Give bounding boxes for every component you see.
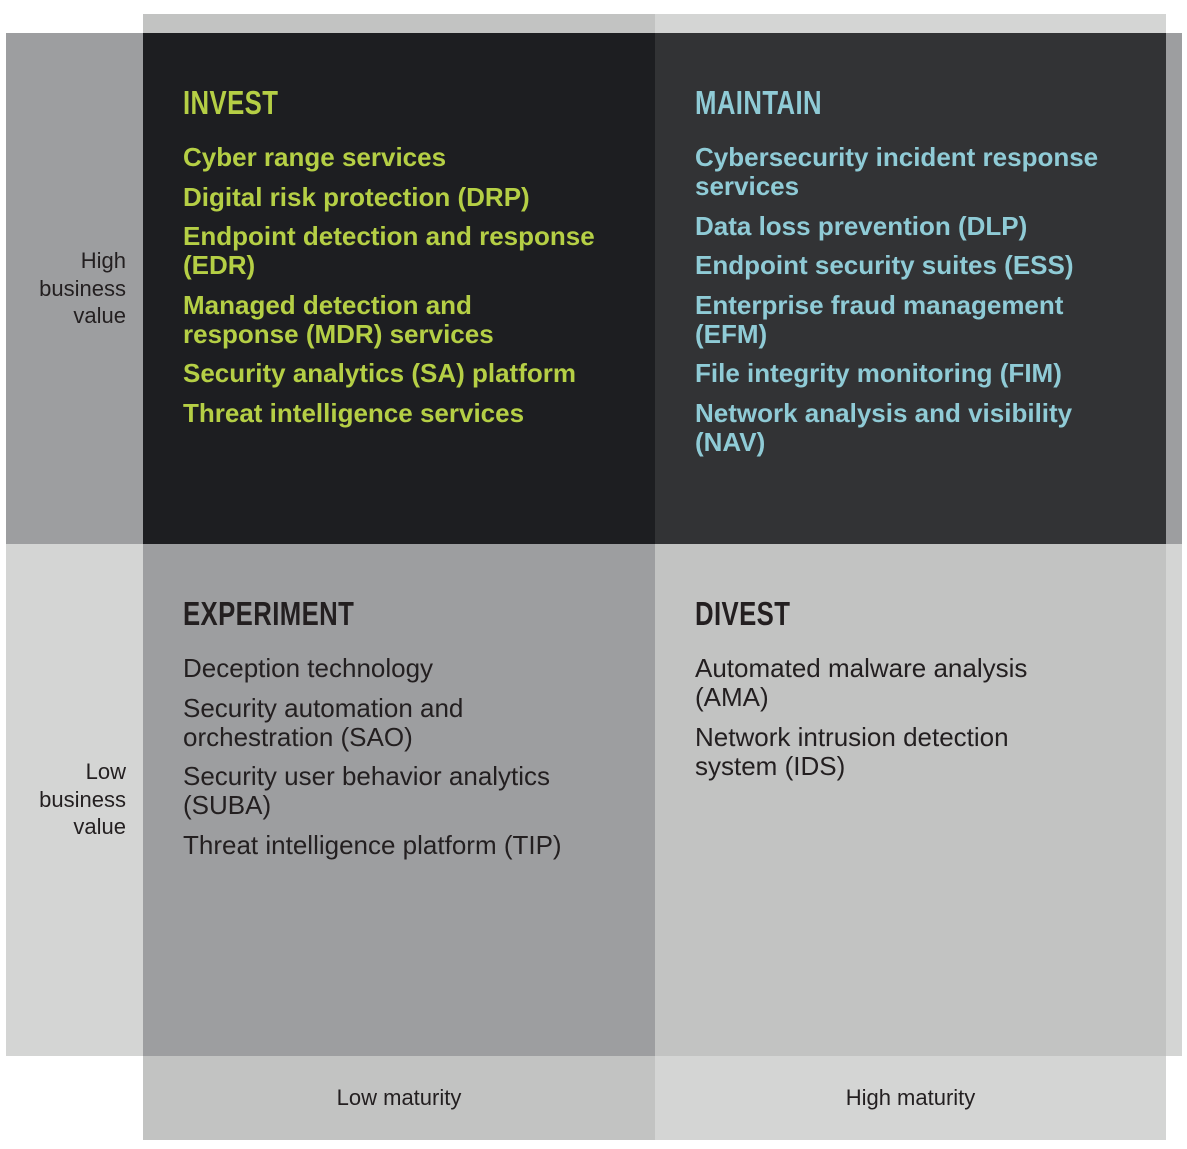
quadrant-title: DIVEST [695, 595, 791, 632]
x-label-low: Low maturity [143, 1056, 655, 1140]
list-item: Managed detection and response (MDR) ser… [183, 289, 494, 349]
quadrant-maintain: MAINTAIN Cybersecurity incident response… [655, 33, 1166, 544]
x-label-high-text: High maturity [845, 1085, 976, 1110]
list-item: Security analytics (SA) platform [183, 358, 576, 388]
top-strip-left [143, 14, 655, 33]
y-label-low: Low business value [6, 758, 126, 841]
y-label-high: High business value [6, 247, 126, 330]
list-item: Automated malware analysis (AMA) [695, 653, 1028, 712]
list-item: Enterprise fraud management (EFM) [695, 289, 1064, 349]
list-item: File integrity monitoring (FIM) [695, 358, 1062, 388]
y-label-high-line: business [39, 275, 126, 301]
list-item: Security automation and orchestration (S… [183, 692, 464, 752]
list-item: Threat intelligence services [183, 397, 525, 428]
y-label-low-line: business [39, 786, 126, 812]
quadrant-divest: DIVEST Automated malware analysis (AMA) … [655, 544, 1166, 1056]
list-item: Cybersecurity incident response services [695, 142, 1099, 201]
list-item: Deception technology [183, 653, 434, 683]
quadrant-experiment: EXPERIMENT Deception technology Security… [143, 544, 655, 1056]
right-strip-bottom [1166, 544, 1182, 1056]
y-label-low-line: Low [85, 759, 126, 784]
top-strip-right [655, 14, 1166, 33]
list-item: Cyber range services [183, 142, 447, 172]
list-item: Data loss prevention (DLP) [695, 210, 1028, 241]
list-item: Threat intelligence platform (TIP) [183, 829, 562, 860]
quadrant-invest: INVEST Cyber range services Digital risk… [143, 33, 655, 544]
quadrant-title: EXPERIMENT [183, 595, 355, 632]
quadrant-title: MAINTAIN [695, 84, 823, 121]
y-label-low-line: value [73, 814, 126, 839]
right-strip-top [1166, 33, 1182, 544]
list-item: Network analysis and visibility (NAV) [695, 397, 1073, 457]
list-item: Endpoint detection and response (EDR) [183, 221, 595, 280]
list-item: Digital risk protection (DRP) [183, 181, 530, 212]
y-label-high-line: High [80, 248, 126, 273]
y-label-high-line: value [73, 303, 126, 328]
list-item: Network intrusion detection system (IDS) [695, 721, 1009, 781]
left-band-high [6, 33, 143, 544]
list-item: Security user behavior analytics (SUBA) [183, 761, 551, 820]
list-item: Endpoint security suites (ESS) [695, 250, 1074, 280]
left-band-low [6, 544, 143, 1056]
x-label-high: High maturity [655, 1056, 1166, 1140]
x-label-low-text: Low maturity [336, 1085, 462, 1110]
quadrant-title: INVEST [183, 84, 279, 121]
